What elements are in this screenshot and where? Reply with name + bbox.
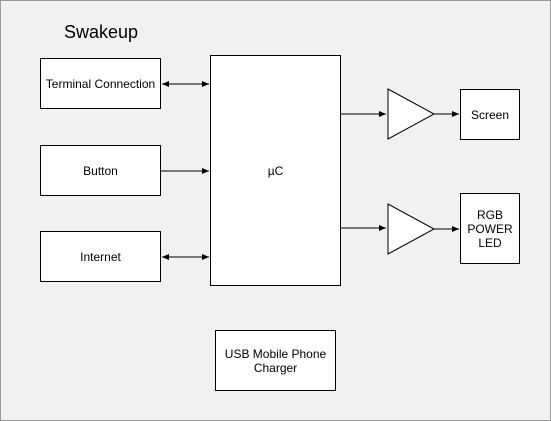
diagram-title: Swakeup — [64, 22, 139, 42]
button-block: Button — [40, 145, 161, 196]
rgb-power-led-block: RGB POWER LED — [460, 193, 520, 264]
rgb-label-line2: POWER — [467, 221, 513, 236]
microcontroller-label: µC — [267, 163, 284, 178]
usb-charger-block: USB Mobile Phone Charger — [215, 330, 336, 391]
terminal-connection-block: Terminal Connection — [40, 58, 161, 109]
microcontroller-block: µC — [210, 55, 341, 286]
screen-block: Screen — [460, 89, 520, 140]
amplifier-2-triangle — [387, 203, 436, 255]
charger-label-line2: Charger — [253, 360, 298, 375]
rgb-label-line3: LED — [478, 235, 502, 250]
screen-label: Screen — [470, 107, 510, 122]
amplifier-1-triangle — [387, 88, 436, 140]
internet-label: Internet — [80, 249, 121, 264]
charger-label-line1: USB Mobile Phone — [224, 346, 327, 361]
button-label: Button — [83, 163, 118, 178]
rgb-label-line1: RGB — [476, 207, 503, 222]
terminal-connection-label: Terminal Connection — [45, 76, 156, 91]
internet-block: Internet — [40, 231, 161, 282]
